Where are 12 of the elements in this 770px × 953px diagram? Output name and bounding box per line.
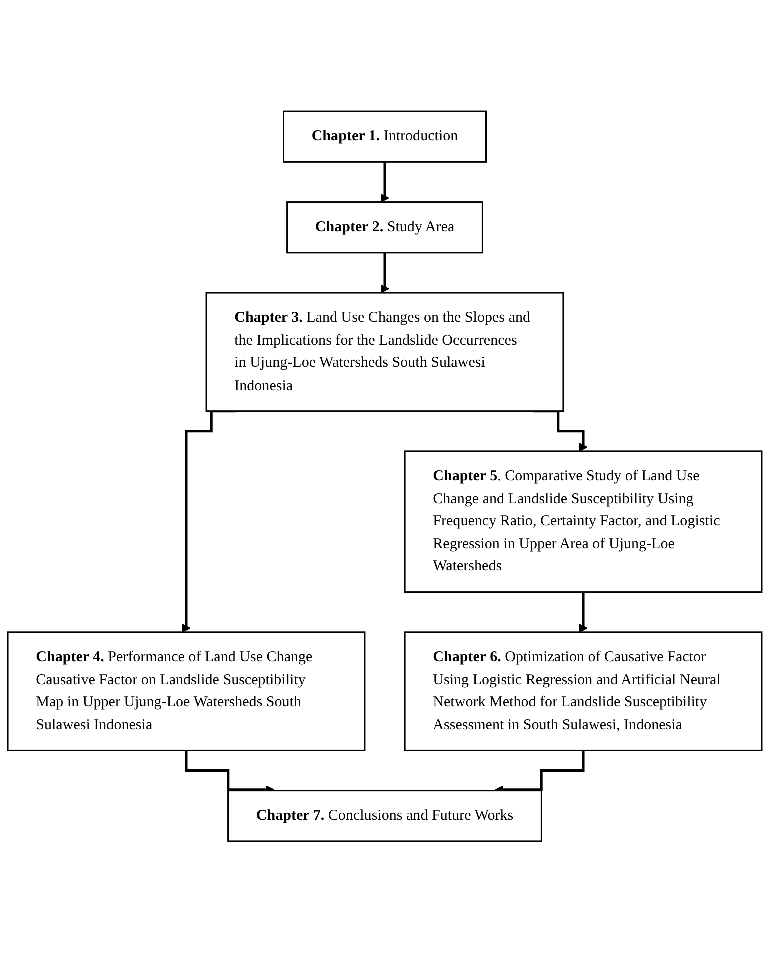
- node-box: Chapter 6. Optimization of Causative Factor Using Logistic Regression and Artificial Neural Network Method for Landslide Susceptibility Assessment in South Sulawesi, Indonesia: [404, 632, 763, 752]
- arrow: [380, 252, 390, 294]
- node-box: Chapter 3. Land Use Changes on the Slopes and the Implications for the Landslide Occurrences in Ujung-Loe Watersheds South Sulawesi Indonesia: [206, 292, 564, 412]
- node-box: Chapter 2. Study Area: [286, 202, 484, 254]
- arrow: [533, 410, 588, 452]
- node-box: Chapter 1. Introduction: [283, 110, 487, 163]
- arrow: [380, 160, 390, 203]
- node-box: Chapter 7. Conclusions and Future Works: [228, 790, 542, 842]
- node-box: Chapter 5. Comparative Study of Land Use Change and Landslide Susceptibility Using Frequency Ratio, Certainty Factor, and Logistic Regression in Upper Area of Ujung-Loe Watersheds: [404, 450, 763, 594]
- arrow: [579, 591, 588, 633]
- arrow: [182, 410, 237, 633]
- node-box: Chapter 4. Performance of Land Use Change Causative Factor on Landslide Susceptibility Map in Upper Ujung-Loe Watersheds South Sulawesi Indonesia: [7, 632, 366, 752]
